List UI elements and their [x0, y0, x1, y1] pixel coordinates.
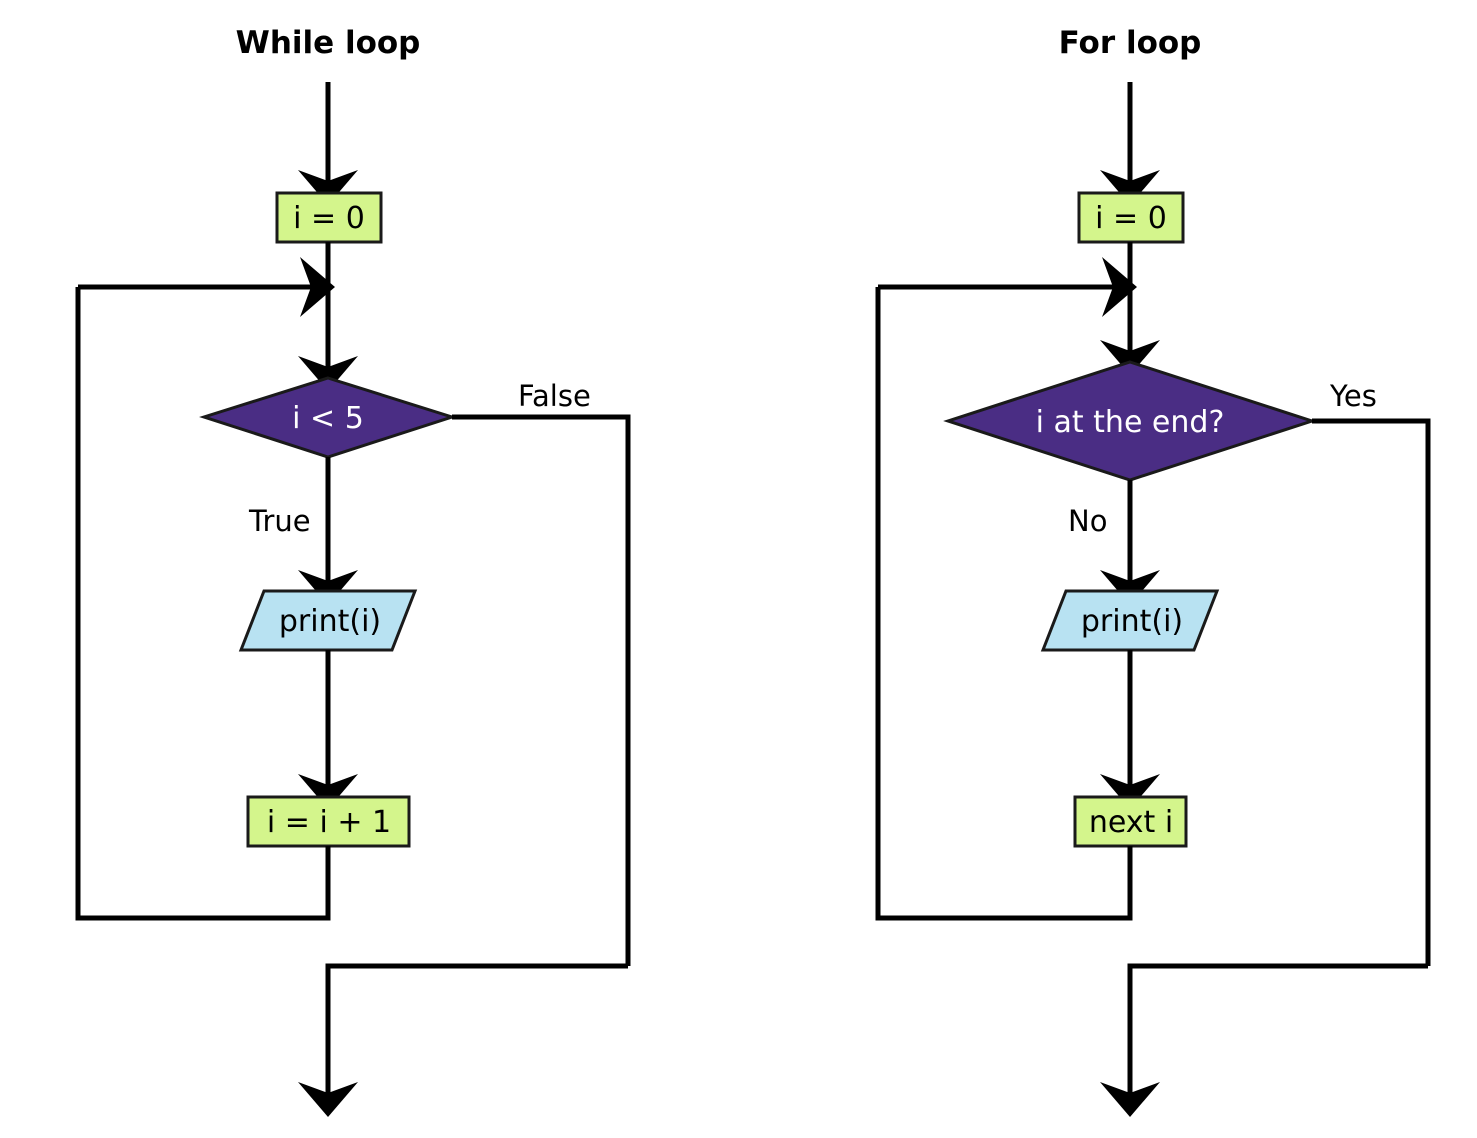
for-init-label: i = 0 — [1095, 201, 1167, 236]
while-loopback-connector — [75, 287, 331, 921]
while-output-label: print(i) — [279, 604, 381, 639]
for-decision-label: i at the end? — [1036, 405, 1225, 440]
for-yes-branch-connector — [1312, 418, 1431, 966]
while-false-label: False — [518, 379, 591, 413]
for-loop-title: For loop — [1059, 25, 1202, 61]
while-false-branch-connector — [452, 414, 631, 966]
for-output-node — [1040, 589, 1220, 652]
while-loop-title: While loop — [236, 25, 421, 61]
for-output-label: print(i) — [1081, 604, 1183, 639]
while-increment-label: i = i + 1 — [267, 805, 391, 840]
for-loopback-connector — [875, 287, 1133, 921]
while-loop-diagram: While loop i = 0 i < 5 False True print(… — [75, 25, 631, 1117]
while-init-label: i = 0 — [293, 201, 365, 236]
for-loop-diagram: For loop i = 0 i at the end? Yes No prin… — [875, 25, 1431, 1117]
while-decision-label: i < 5 — [292, 401, 364, 436]
while-true-label: True — [248, 504, 311, 538]
while-output-node — [238, 589, 418, 652]
for-increment-label: next i — [1089, 805, 1173, 840]
for-increment-node — [1073, 795, 1188, 848]
while-exit-connector — [298, 963, 628, 1117]
for-exit-connector — [1100, 963, 1428, 1117]
for-yes-label: Yes — [1329, 379, 1377, 413]
for-no-label: No — [1068, 504, 1107, 538]
